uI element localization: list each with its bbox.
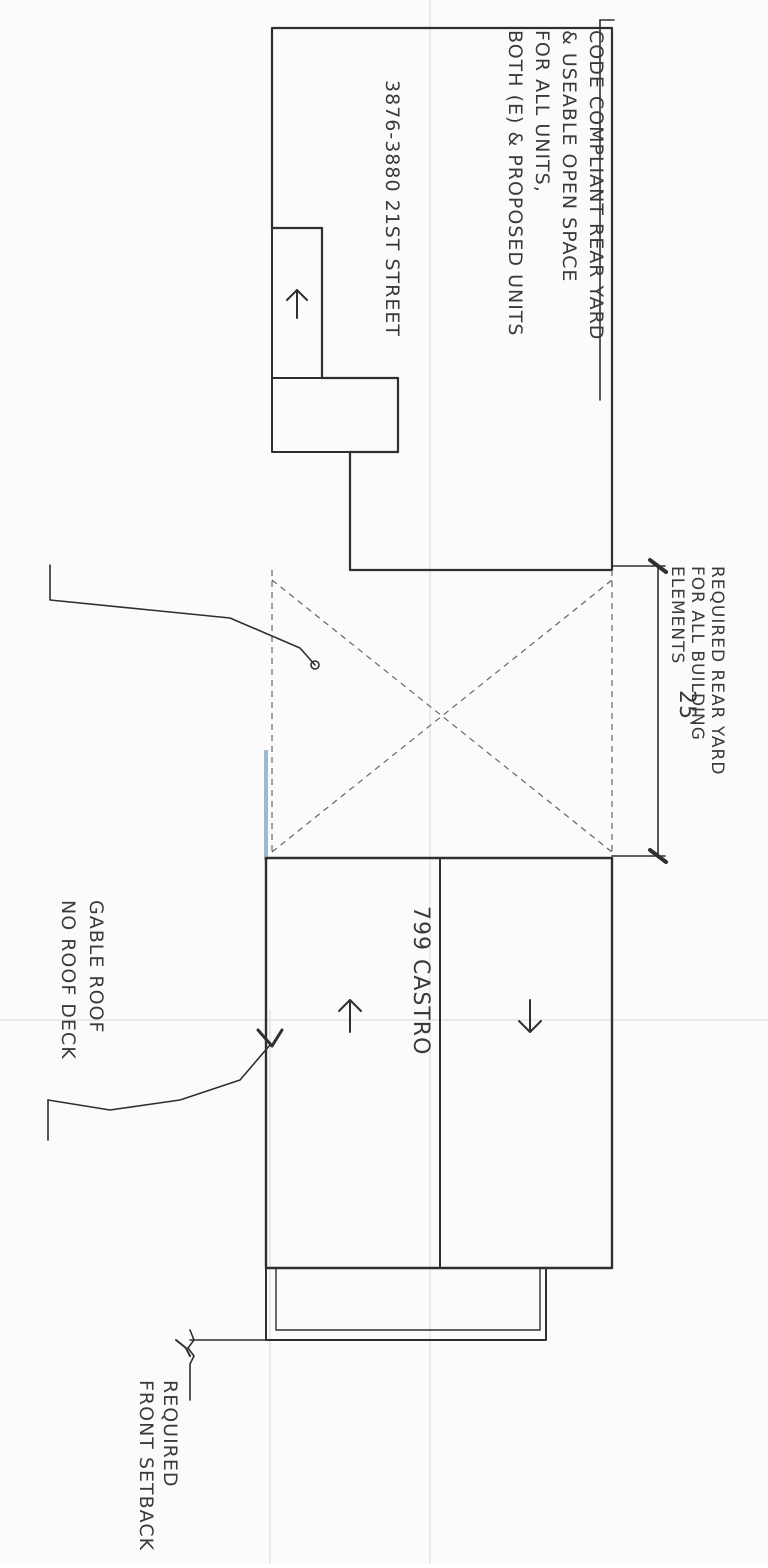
roof-note-leader bbox=[47, 1028, 284, 1141]
roof-note-line-2: NO ROOF DECK bbox=[57, 900, 79, 1060]
arrow-up-icon bbox=[286, 289, 308, 319]
setback-leader bbox=[175, 1329, 267, 1401]
rear-yard-dimension bbox=[611, 558, 668, 864]
arrow-up-icon bbox=[338, 999, 362, 1033]
rear-yard-note-line-3: ELEMENTS bbox=[667, 566, 687, 664]
arrow-down-icon bbox=[518, 999, 542, 1033]
code-note-line-2: & USEABLE OPEN SPACE bbox=[558, 30, 580, 282]
front-porch-outline bbox=[265, 1267, 547, 1341]
rear-yard-dimension-label: 25' bbox=[674, 690, 699, 727]
front-porch-inner bbox=[275, 1267, 541, 1331]
neighbor-stair-box bbox=[271, 377, 399, 453]
dimension-tick-mark bbox=[648, 558, 668, 574]
setback-label-line-1: REQUIRED bbox=[159, 1380, 181, 1488]
main-building-label: 799 CASTRO bbox=[408, 906, 433, 1055]
rear-yard-note-line-2: FOR ALL BUILDING bbox=[687, 566, 707, 741]
code-note-line-4: BOTH (E) & PROPOSED UNITS bbox=[504, 30, 526, 336]
setback-label-line-2: FRONT SETBACK bbox=[135, 1380, 157, 1551]
leader-target-dot bbox=[310, 660, 320, 670]
dimension-tick-mark bbox=[648, 848, 668, 864]
neighbor-building-label: 3876-3880 21ST STREET bbox=[381, 80, 403, 337]
rear-yard-area bbox=[264, 570, 613, 860]
code-note-line-1: CODE COMPLIANT REAR YARD bbox=[585, 30, 607, 340]
roof-note-line-1: GABLE ROOF bbox=[85, 900, 107, 1033]
code-note-line-3: FOR ALL UNITS, bbox=[531, 30, 553, 193]
code-note-leader bbox=[49, 19, 615, 670]
rear-yard-note-line-1: REQUIRED REAR YARD bbox=[707, 566, 727, 775]
